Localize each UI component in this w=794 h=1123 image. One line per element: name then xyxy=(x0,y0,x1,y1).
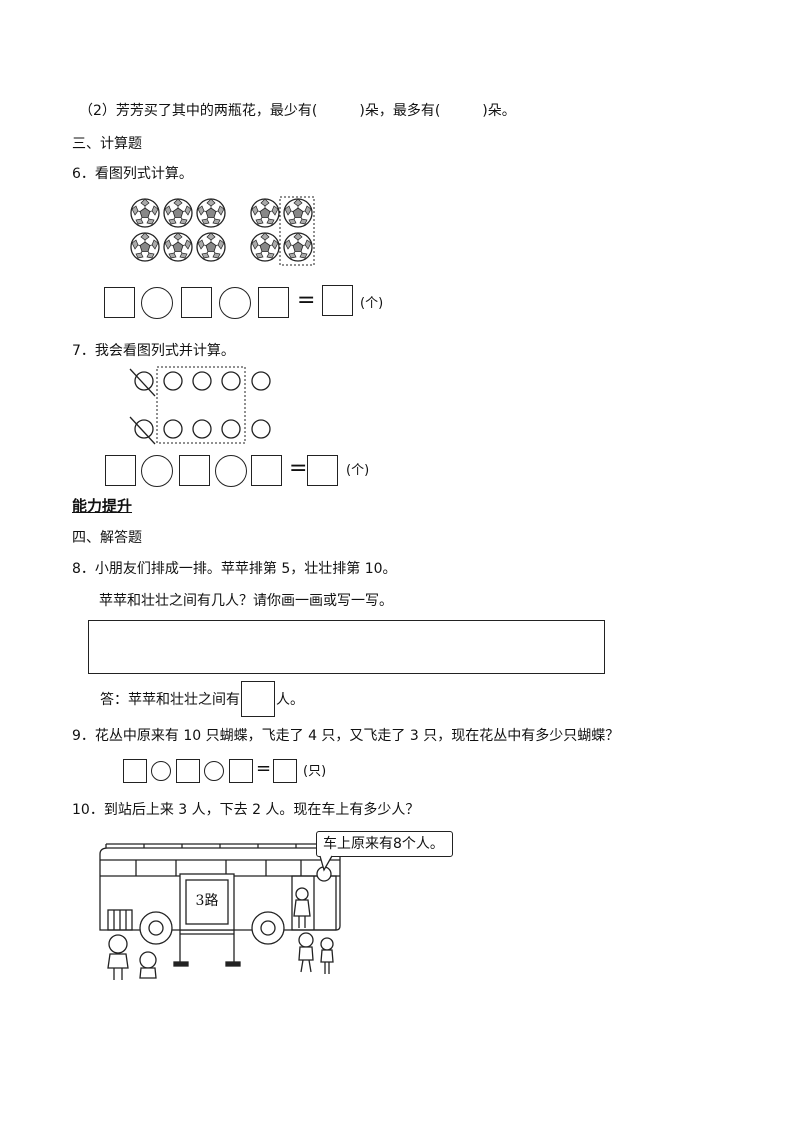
q6-operator-1[interactable] xyxy=(141,287,173,319)
q8-prompt: 8．小朋友们排成一排。苹苹排第 5，壮壮排第 10。 xyxy=(72,561,397,577)
q6-answer-box[interactable] xyxy=(322,285,353,316)
q7-unit: (个) xyxy=(346,463,370,478)
q6-equals: = xyxy=(297,288,316,313)
q9-box-1[interactable] xyxy=(123,759,147,783)
q6-operator-2[interactable] xyxy=(219,287,251,319)
q10-prompt: 10．到站后上来 3 人，下去 2 人。现在车上有多少人？ xyxy=(72,802,420,818)
q6-box-1[interactable] xyxy=(104,287,135,318)
q8-subprompt: 苹苹和壮壮之间有几人？请你画一画或写一写。 xyxy=(99,593,393,609)
q6-prompt: 6．看图列式计算。 xyxy=(72,166,193,182)
q9-equals: = xyxy=(256,758,272,779)
q8-answer-box[interactable] xyxy=(241,681,275,717)
q9-box-2[interactable] xyxy=(176,759,200,783)
q7-circle-diagram xyxy=(129,366,271,445)
q8-drawing-area[interactable] xyxy=(88,620,605,674)
section-4-heading: 四、解答题 xyxy=(72,530,142,546)
q9-unit: (只) xyxy=(303,764,327,779)
ability-heading: 能力提升 xyxy=(72,497,133,515)
q5-part2-text: （2）芳芳买了其中的两瓶花，最少有( )朵，最多有( )朵。 xyxy=(79,103,516,119)
speech-bubble-text: 车上原来有8个人。 xyxy=(323,836,444,852)
q7-operator-2[interactable] xyxy=(215,455,247,487)
q9-operator-1[interactable] xyxy=(151,761,171,781)
q7-equals: = xyxy=(289,456,308,481)
q9-answer-box[interactable] xyxy=(273,759,297,783)
section-3-heading: 三、计算题 xyxy=(72,136,142,152)
q10-bus-illustration: 3路 xyxy=(99,843,341,980)
q6-box-3[interactable] xyxy=(258,287,289,318)
speech-bubble xyxy=(316,831,453,857)
q8-answer-suffix: 人。 xyxy=(276,692,304,708)
q6-unit: (个) xyxy=(360,296,384,311)
q8-answer-prefix: 答：苹苹和壮壮之间有 xyxy=(100,692,240,708)
q6-box-2[interactable] xyxy=(181,287,212,318)
q6-soccer-balls xyxy=(130,196,315,266)
q7-operator-1[interactable] xyxy=(141,455,173,487)
q7-box-3[interactable] xyxy=(251,455,282,486)
q7-box-1[interactable] xyxy=(105,455,136,486)
q7-prompt: 7．我会看图列式并计算。 xyxy=(72,343,235,359)
q9-prompt: 9．花丛中原来有 10 只蝴蝶，飞走了 4 只，又飞走了 3 只，现在花丛中有多… xyxy=(72,728,620,744)
speech-bubble-tail xyxy=(319,855,333,872)
q9-operator-2[interactable] xyxy=(204,761,224,781)
bus-stop-sign-text: 3路 xyxy=(196,893,219,909)
q7-answer-box[interactable] xyxy=(307,455,338,486)
q7-box-2[interactable] xyxy=(179,455,210,486)
q9-box-3[interactable] xyxy=(229,759,253,783)
